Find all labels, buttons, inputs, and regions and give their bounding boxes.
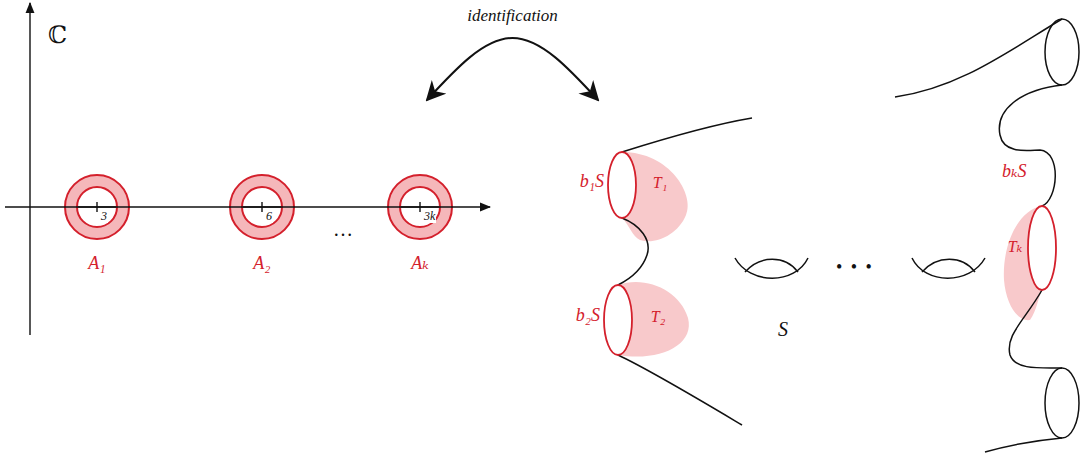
boundary-circle <box>604 152 1056 355</box>
tick-label: 3 <box>100 210 108 223</box>
identification-arrow <box>427 38 598 100</box>
tick-label: 6 <box>265 210 273 223</box>
annulus-shape <box>229 174 295 240</box>
annulus: 3A₁ <box>64 174 130 240</box>
collar: T₁ <box>640 168 680 202</box>
imaginary-axis <box>29 3 30 335</box>
collar-label: T₂ <box>638 308 678 326</box>
collar-label: Tₖ <box>1004 238 1026 256</box>
annulus-label: A₂ <box>229 254 295 274</box>
collar-label: T₁ <box>640 174 680 192</box>
annulus-label: Aₖ <box>387 254 453 274</box>
collar: Tₖ <box>1004 232 1026 266</box>
annulus-ring <box>388 175 452 239</box>
annulus-shape <box>64 174 130 240</box>
tick-mark <box>96 202 97 212</box>
ellipsis: … <box>333 218 353 240</box>
annulus-label: A₁ <box>64 254 130 274</box>
annulus-shape <box>387 174 453 240</box>
edge-label: identification <box>464 7 561 26</box>
annulus: 6A₂ <box>229 174 295 240</box>
complex-plane: 3A₁6A₂3kAₖℂ <box>0 0 425 455</box>
annulus: 3kAₖ <box>387 174 453 240</box>
surface-label: S <box>778 318 788 340</box>
surface: T₁ T₂ TₖS <box>600 0 1082 455</box>
boundary-label: b₂S <box>576 306 600 326</box>
boundary-label: b₁S <box>580 172 604 192</box>
annulus-ring <box>230 175 294 239</box>
surface-outline <box>618 19 1079 452</box>
tick-mark <box>419 202 420 212</box>
tick-label: 3k <box>423 210 436 223</box>
annulus-ring <box>65 175 129 239</box>
tick-mark <box>261 202 262 212</box>
plane-symbol: ℂ <box>48 22 67 48</box>
boundary-label: bₖS <box>1002 162 1027 182</box>
ellipsis: • • • <box>836 258 874 278</box>
collar: T₂ <box>638 302 678 336</box>
real-axis <box>5 206 490 207</box>
